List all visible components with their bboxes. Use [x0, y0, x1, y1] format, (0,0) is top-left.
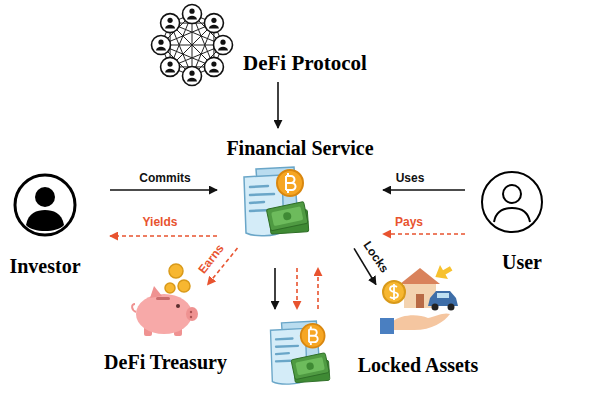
icon-node: Financial Service	[222, 130, 378, 245]
locked-icon	[378, 262, 462, 335]
payment-flow-arrow	[383, 233, 465, 235]
edge-label: Pays	[395, 216, 423, 228]
edge-label: Uses	[396, 172, 425, 184]
node-label: DeFi Treasury	[104, 352, 227, 372]
edge-label: Earns	[196, 242, 226, 276]
edge-label: Commits	[139, 172, 190, 184]
node-label: DeFi Protocol	[243, 53, 367, 74]
node-label: User	[502, 252, 542, 272]
icon-node: Locked Assets	[378, 262, 462, 335]
icon-node: User	[480, 170, 544, 234]
edge-label: Yields	[143, 216, 178, 228]
action-arrow	[110, 189, 217, 191]
action-arrow	[277, 82, 279, 128]
icon-node: DeFi Protocol	[150, 3, 375, 87]
node-label: Locked Assets	[358, 355, 479, 375]
user-icon	[480, 170, 544, 234]
flow-arrow	[274, 268, 276, 309]
action-arrow	[383, 189, 465, 191]
icon-node: Investor	[13, 173, 77, 237]
piggy-icon	[130, 262, 205, 340]
edge-label: Locks	[361, 239, 390, 274]
document-icon	[271, 321, 330, 384]
icon-node: DeFi Treasury	[130, 262, 205, 340]
payment-flow-arrow	[110, 235, 217, 237]
investor-icon	[13, 173, 77, 237]
node-label: Financial Service	[226, 138, 373, 158]
doc-icon	[238, 165, 310, 243]
flow-arrow	[296, 268, 298, 309]
node-label: Investor	[9, 256, 80, 276]
flow-arrow	[317, 268, 319, 309]
net-icon	[150, 3, 235, 87]
